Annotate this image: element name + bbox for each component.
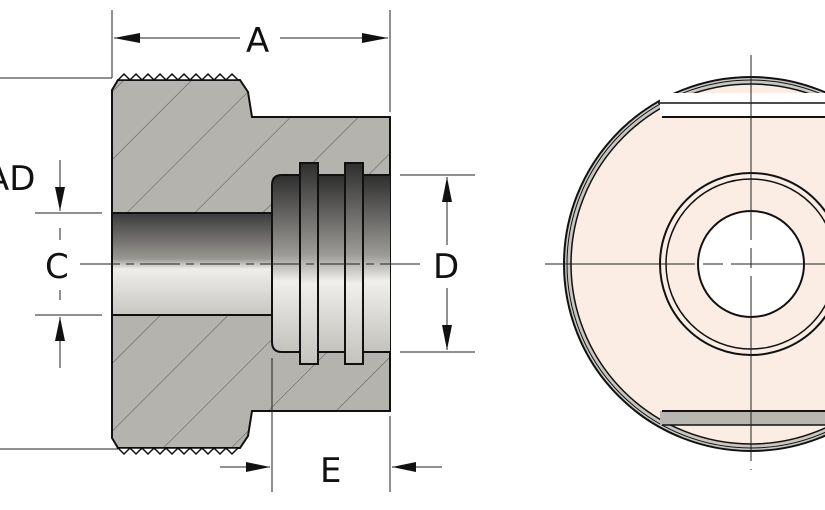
thread-bottom [116,446,240,456]
section-view [80,72,420,456]
end-view [545,55,825,470]
dimensions [0,10,475,492]
bottom-flat [660,411,825,425]
dimension-label-d: D [433,247,459,287]
top-flat [660,93,825,117]
dimension-label-e: E [320,451,341,491]
dimension-label-thread: AD [0,159,35,199]
thread-top [116,72,240,82]
dimension-label-c: C [45,247,69,287]
dimension-label-a: A [246,21,269,61]
